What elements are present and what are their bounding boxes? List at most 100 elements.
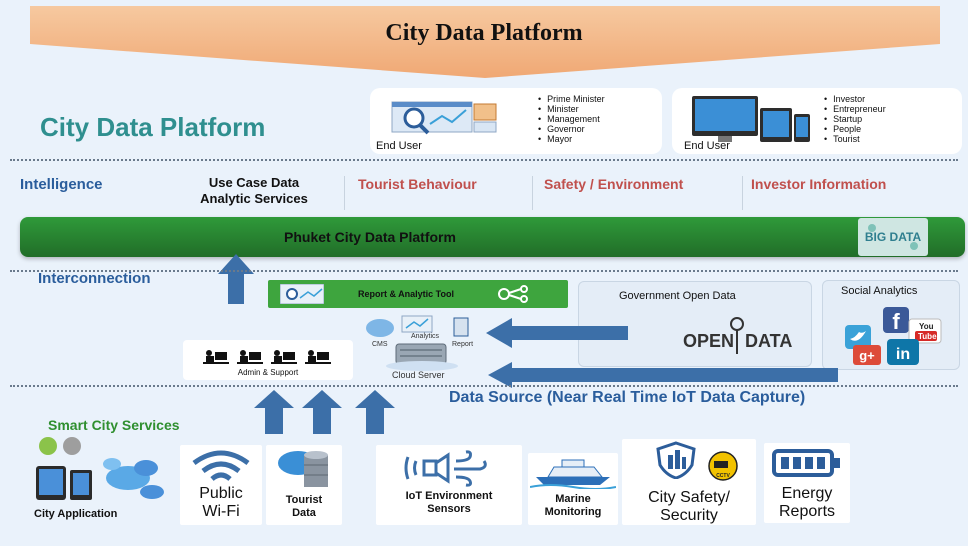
city-safety-line-2: Security [660,507,718,524]
service-investor-information: Investor Information [751,176,887,192]
iot-line-2: Sensors [427,503,471,515]
role-item: Entrepreneur [824,104,886,114]
energy-line-1: Energy [781,485,833,502]
banner-title: City Data Platform [385,20,583,46]
share-nodes-icon [498,285,528,303]
service-tourist-behaviour: Tourist Behaviour [358,176,477,192]
analytics-dashboard-icon [391,101,497,135]
linkedin-text: in [896,346,910,363]
intelligence-label: Intelligence [20,176,103,193]
role-item: Startup [824,114,886,124]
up-arrow-icon [218,254,254,304]
big-data-icon: BIG DATA [858,218,928,256]
interconnection-label: Interconnection [38,270,151,287]
report-analytic-tool-label: Report & Analytic Tool [358,289,455,299]
left-arrow-icon [486,318,628,348]
role-item: Tourist [824,134,886,144]
end-user-label-left: End User [376,140,422,152]
left-arrow-icon [488,362,838,388]
admin-support-label: Admin & Support [237,368,299,377]
open-data-left: OPEN [683,331,735,351]
platform-bar: Phuket City Data Platform BIG DATA [20,217,965,257]
iot-sensor-icon [404,450,487,487]
role-item: Investor [824,94,886,104]
city-application-label: City Application [34,508,118,520]
analytics-dashboard-icon [280,284,324,304]
open-data-right: DATA [745,331,793,351]
energy-line-2: Reports [778,503,836,520]
tourist-data-line-1: Tourist [285,494,323,506]
social-analytics-panel: Social Analytics f You Tube g+ in [822,280,960,370]
role-item: Mayor [538,134,605,144]
youtube-you-text: You [919,322,934,331]
government-open-data-label: Government Open Data [619,290,736,302]
tourist-data-tile: Tourist Data [266,445,342,525]
divider-line [10,385,958,387]
platform-bar-label: Phuket City Data Platform [284,229,456,245]
city-safety-line-1: City Safety/ [648,489,730,506]
social-media-icons: f You Tube g+ in [845,307,942,365]
facebook-text: f [892,309,900,334]
admin-workstations-icon [203,350,331,364]
marine-line-2: Monitoring [544,506,602,518]
end-user-roles-left: Prime Minister Minister Management Gover… [538,94,605,144]
iot-environment-tile: IoT Environment Sensors [376,445,522,525]
cloud-server-icon [366,315,469,371]
city-application-icon [36,437,164,500]
database-cloud-icon [278,451,328,487]
smart-city-services-label: Smart City Services [48,417,180,433]
government-open-data-panel: Government Open Data OPEN DATA [578,281,812,367]
big-data-text: BIG DATA [865,230,922,244]
battery-icon [772,449,840,477]
cctv-text: CCTV [716,473,730,479]
cloud-server-label: Cloud Server [392,370,445,380]
report-analytic-tool-box: Report & Analytic Tool [268,280,568,308]
role-item: People [824,124,886,134]
use-case-line-2: Analytic Services [200,191,308,206]
analytics-label: Analytics [411,333,440,340]
up-arrow-icon [355,390,395,434]
youtube-tube-text: Tube [918,332,937,341]
energy-reports-tile: Energy Reports [764,443,850,523]
separator [532,176,533,210]
end-user-card-government: End User Prime Minister Minister Managem… [370,88,662,154]
public-wifi-tile: Public Wi-Fi [180,445,262,525]
report-label: Report [452,341,474,348]
iot-line-1: IoT Environment [405,490,493,502]
ship-icon [530,459,616,489]
open-data-pin-icon [730,317,744,354]
shield-icon [656,441,696,479]
city-safety-tile: CCTV City Safety/ Security [622,439,756,525]
up-arrow-icon [254,390,294,434]
up-arrow-icon [302,390,342,434]
use-case-line-1: Use Case Data [208,175,300,190]
use-case-label: Use Case Data Analytic Services [168,175,340,207]
separator [344,176,345,210]
marine-monitoring-tile: Marine Monitoring [528,453,618,525]
end-user-label-right: End User [684,140,730,152]
role-item: Management [538,114,605,124]
separator [742,176,743,210]
marine-line-1: Marine [555,493,591,505]
role-item: Prime Minister [538,94,605,104]
data-source-label: Data Source (Near Real Time IoT Data Cap… [449,389,806,406]
wifi-icon [192,450,250,481]
role-item: Governor [538,124,605,134]
cms-label: CMS [372,341,388,348]
banner-shape [30,6,940,78]
role-item: Minister [538,104,605,114]
social-analytics-label: Social Analytics [841,285,918,297]
service-safety-environment: Safety / Environment [544,176,684,192]
cctv-icon: CCTV [708,451,738,481]
divider-line [10,159,958,161]
public-wifi-line-1: Public [199,485,243,502]
tourist-data-line-2: Data [292,507,316,519]
public-wifi-line-2: Wi-Fi [202,503,240,520]
devices-icon [692,96,810,142]
end-user-card-public: End User Investor Entrepreneur Startup P… [672,88,962,154]
googleplus-text: g+ [859,348,875,363]
platform-title: City Data Platform [40,112,266,142]
admin-support-box: Admin & Support [183,340,353,380]
end-user-roles-right: Investor Entrepreneur Startup People Tou… [824,94,886,144]
